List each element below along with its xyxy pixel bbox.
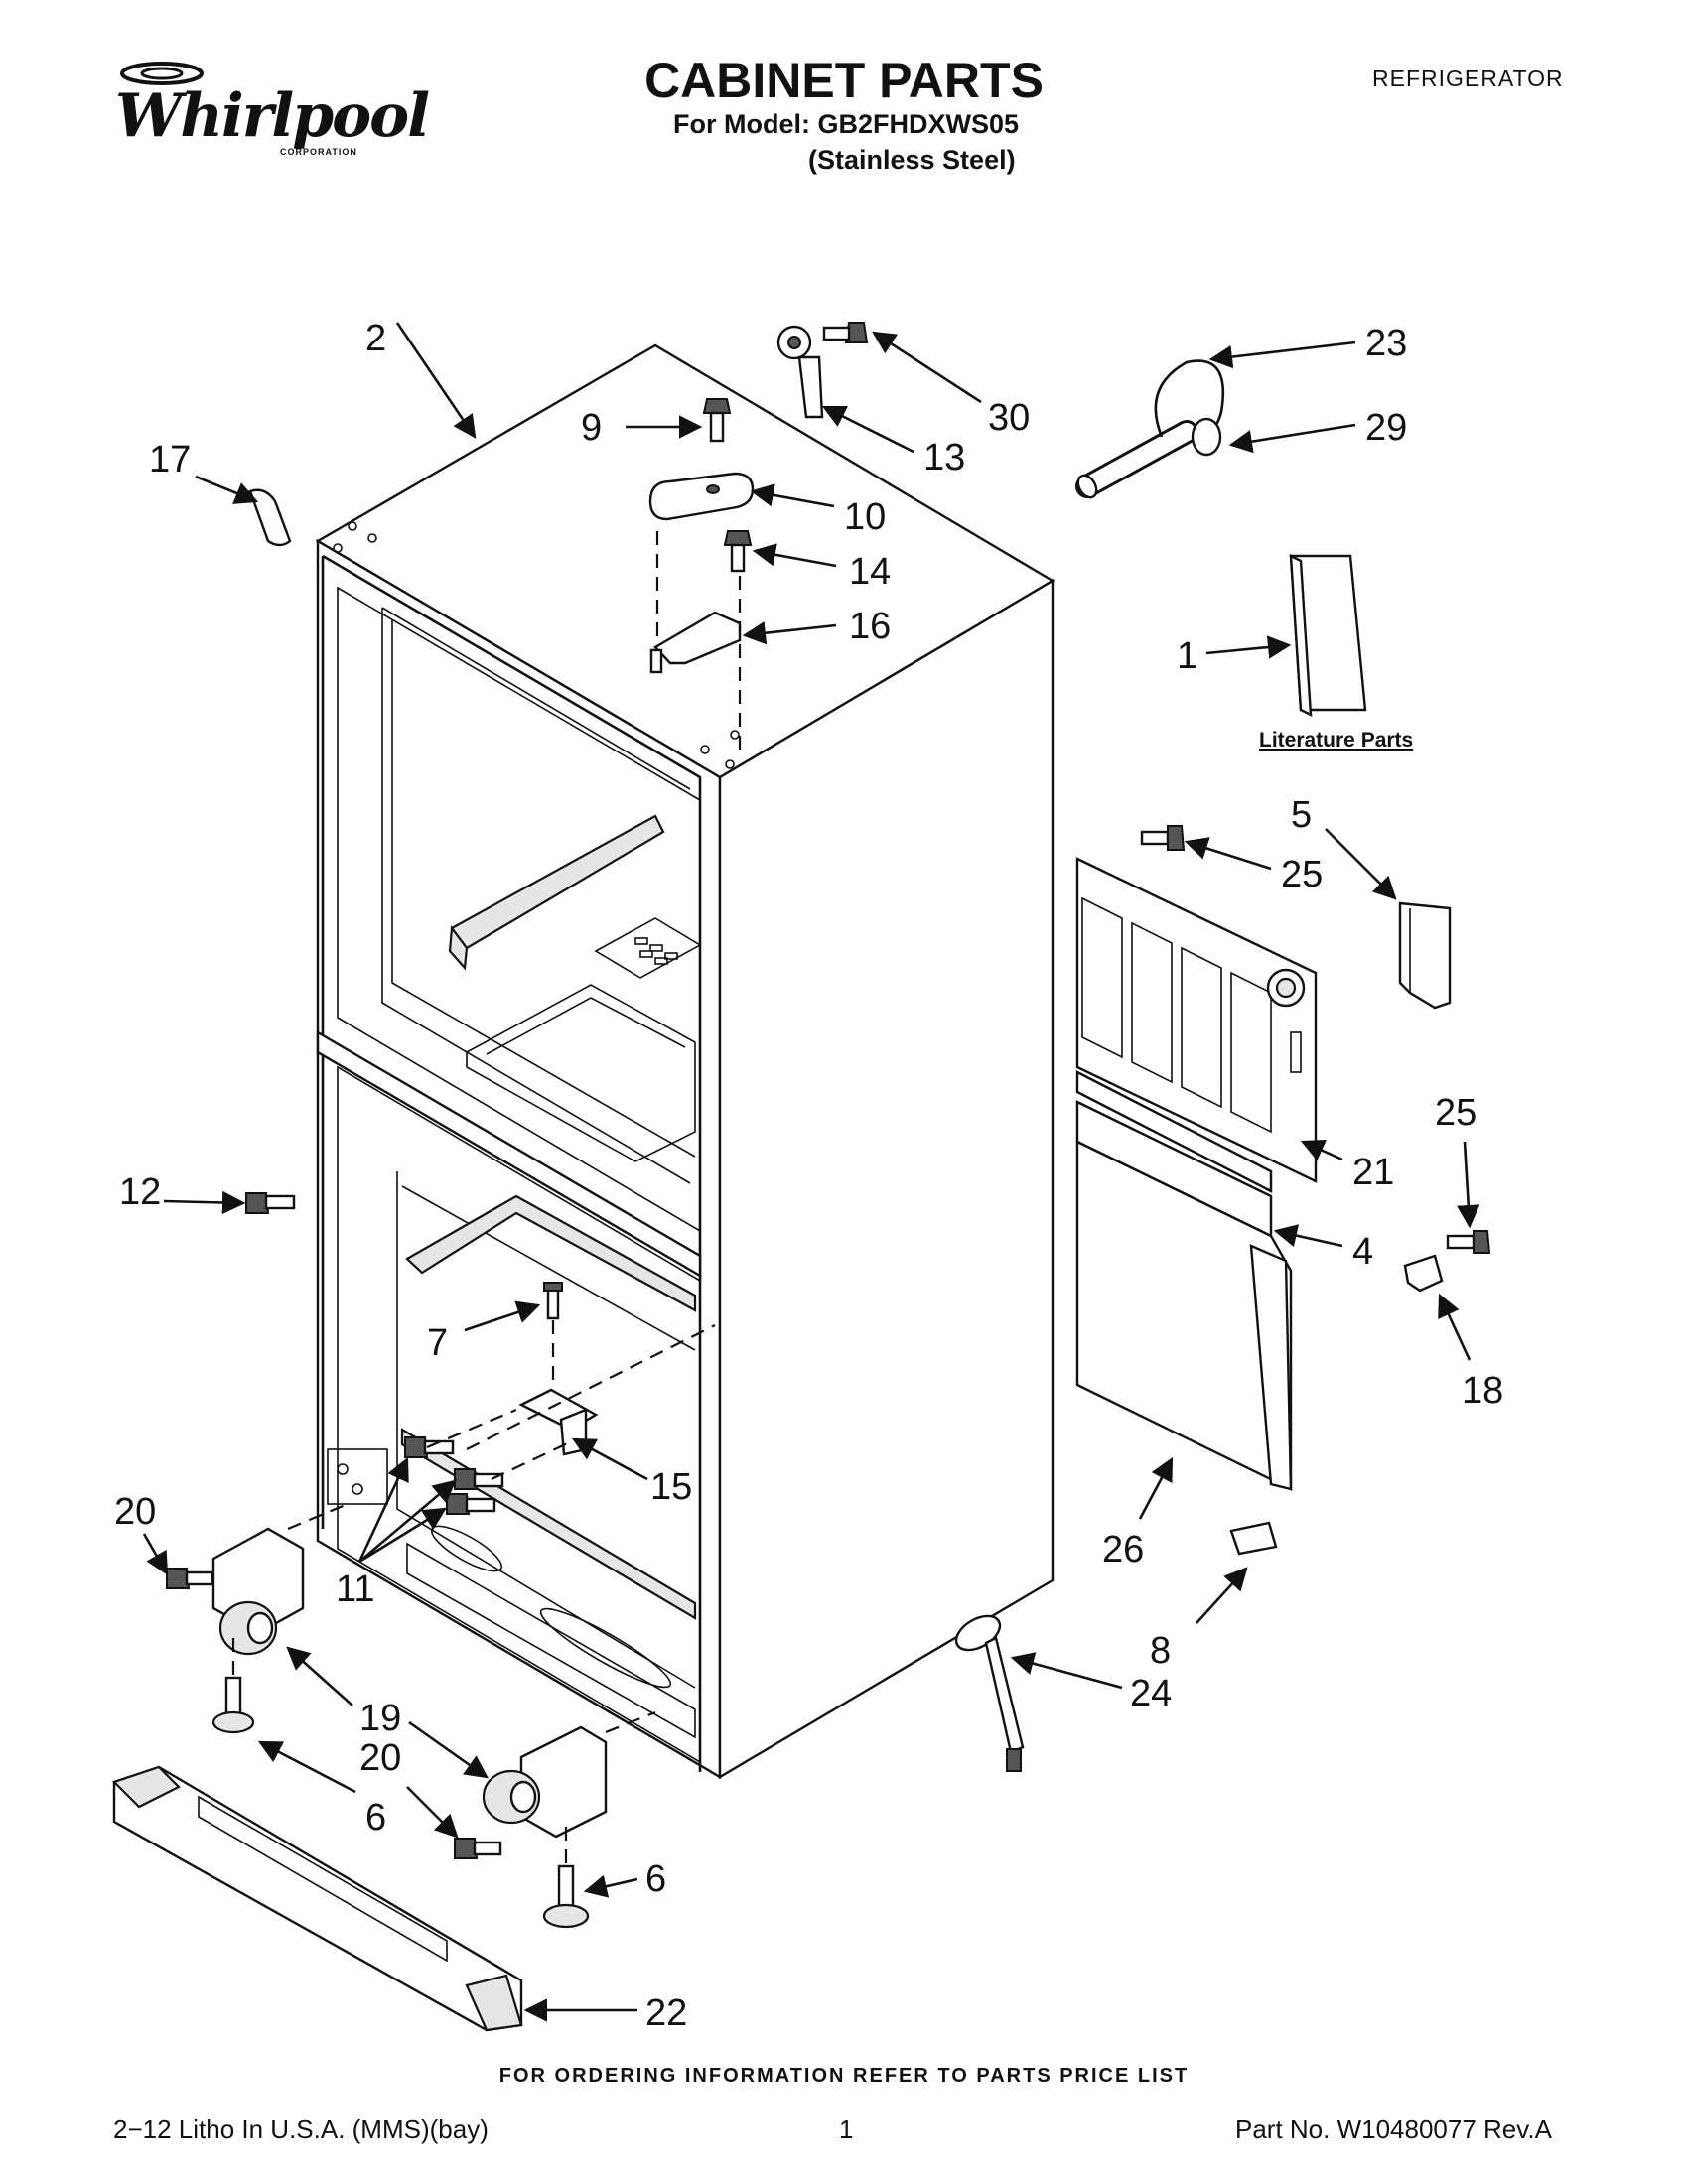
part-21-grille [1075,857,1318,1183]
callout-16: 16 [849,606,891,647]
callout-25-b: 25 [1435,1092,1477,1134]
part-16-hinge [649,611,742,674]
callout-5: 5 [1291,794,1312,836]
page-title: CABINET PARTS [644,53,1044,108]
literature-parts-label: Literature Parts [1259,729,1413,751]
callout-7: 7 [427,1322,448,1364]
model-number: For Model: GB2FHDXWS05 [673,109,1020,139]
part-23-29-tube [1075,359,1225,499]
callout-21: 21 [1352,1152,1394,1193]
part-25-screw-a [1140,825,1186,851]
callout-17: 17 [149,439,191,480]
part-30-screw [822,322,869,343]
page-number: 1 [839,2115,854,2144]
part-17 [248,488,292,547]
callout-30: 30 [988,397,1030,439]
part-22-base-grille [111,1765,523,2032]
part-12-screw [245,1192,296,1214]
logo-swirl-icon [120,62,204,85]
part-19-roller-right [482,1725,608,1839]
callout-19: 19 [359,1698,401,1739]
callout-18: 18 [1462,1370,1503,1412]
callout-24: 24 [1130,1673,1172,1714]
callout-29: 29 [1365,407,1407,449]
ordering-note: FOR ORDERING INFORMATION REFER TO PARTS … [498,2065,1190,2087]
callout-10: 10 [844,496,886,538]
callout-20-b: 20 [359,1737,401,1779]
part-11-screws [404,1436,504,1515]
part-20-screw-a [166,1568,214,1589]
brand-subtitle: CORPORATION [280,147,357,157]
callout-2: 2 [365,318,386,359]
callout-25-a: 25 [1281,854,1323,895]
callout-14: 14 [849,551,891,593]
callouts: 2 17 9 10 14 16 13 30 23 29 1 Literature… [114,318,1503,2034]
callout-9: 9 [581,407,602,449]
brand-name: Whirlpool [115,81,430,151]
appliance-type: REFRIGERATOR [1372,66,1564,91]
part-19-roller-left [211,1527,305,1656]
callout-6-a: 6 [365,1797,386,1839]
part-5-clip [1398,901,1452,1010]
callout-12: 12 [119,1171,161,1213]
cabinet-part [315,343,1055,1780]
part-9-screw [702,398,732,443]
whirlpool-logo: Whirlpool CORPORATION [107,60,430,159]
callout-15: 15 [650,1466,692,1508]
callout-22: 22 [645,1992,687,2034]
callout-23: 23 [1365,323,1407,364]
callout-11: 11 [336,1569,374,1610]
model-finish: (Stainless Steel) [808,145,1016,175]
callout-6-b: 6 [645,1858,666,1900]
part-20-screw-b [454,1838,502,1859]
part-number: Part No. W10480077 Rev.A [1235,2115,1552,2144]
part-26-panel [1075,1100,1293,1491]
part-18-clip [1403,1254,1444,1293]
callout-20-a: 20 [114,1491,156,1533]
litho-info: 2−12 Litho In U.S.A. (MMS)(bay) [113,2115,489,2144]
callout-4: 4 [1352,1231,1373,1273]
part-24-wand [954,1614,1025,1772]
part-25-screw-b [1446,1230,1491,1254]
callout-1: 1 [1177,635,1197,677]
part-6-leg-b [542,1864,590,1929]
part-4-strip [1075,1070,1273,1193]
part-8-clip [1229,1521,1278,1556]
vent-slots [634,937,678,965]
callout-13: 13 [923,437,965,478]
part-13 [776,325,824,419]
part-1-literature [1289,553,1367,718]
callout-26: 26 [1102,1529,1144,1570]
part-14-screw [723,530,753,573]
callout-8: 8 [1150,1630,1171,1672]
part-7-stud [543,1282,563,1320]
part-6-leg-a [211,1676,255,1734]
